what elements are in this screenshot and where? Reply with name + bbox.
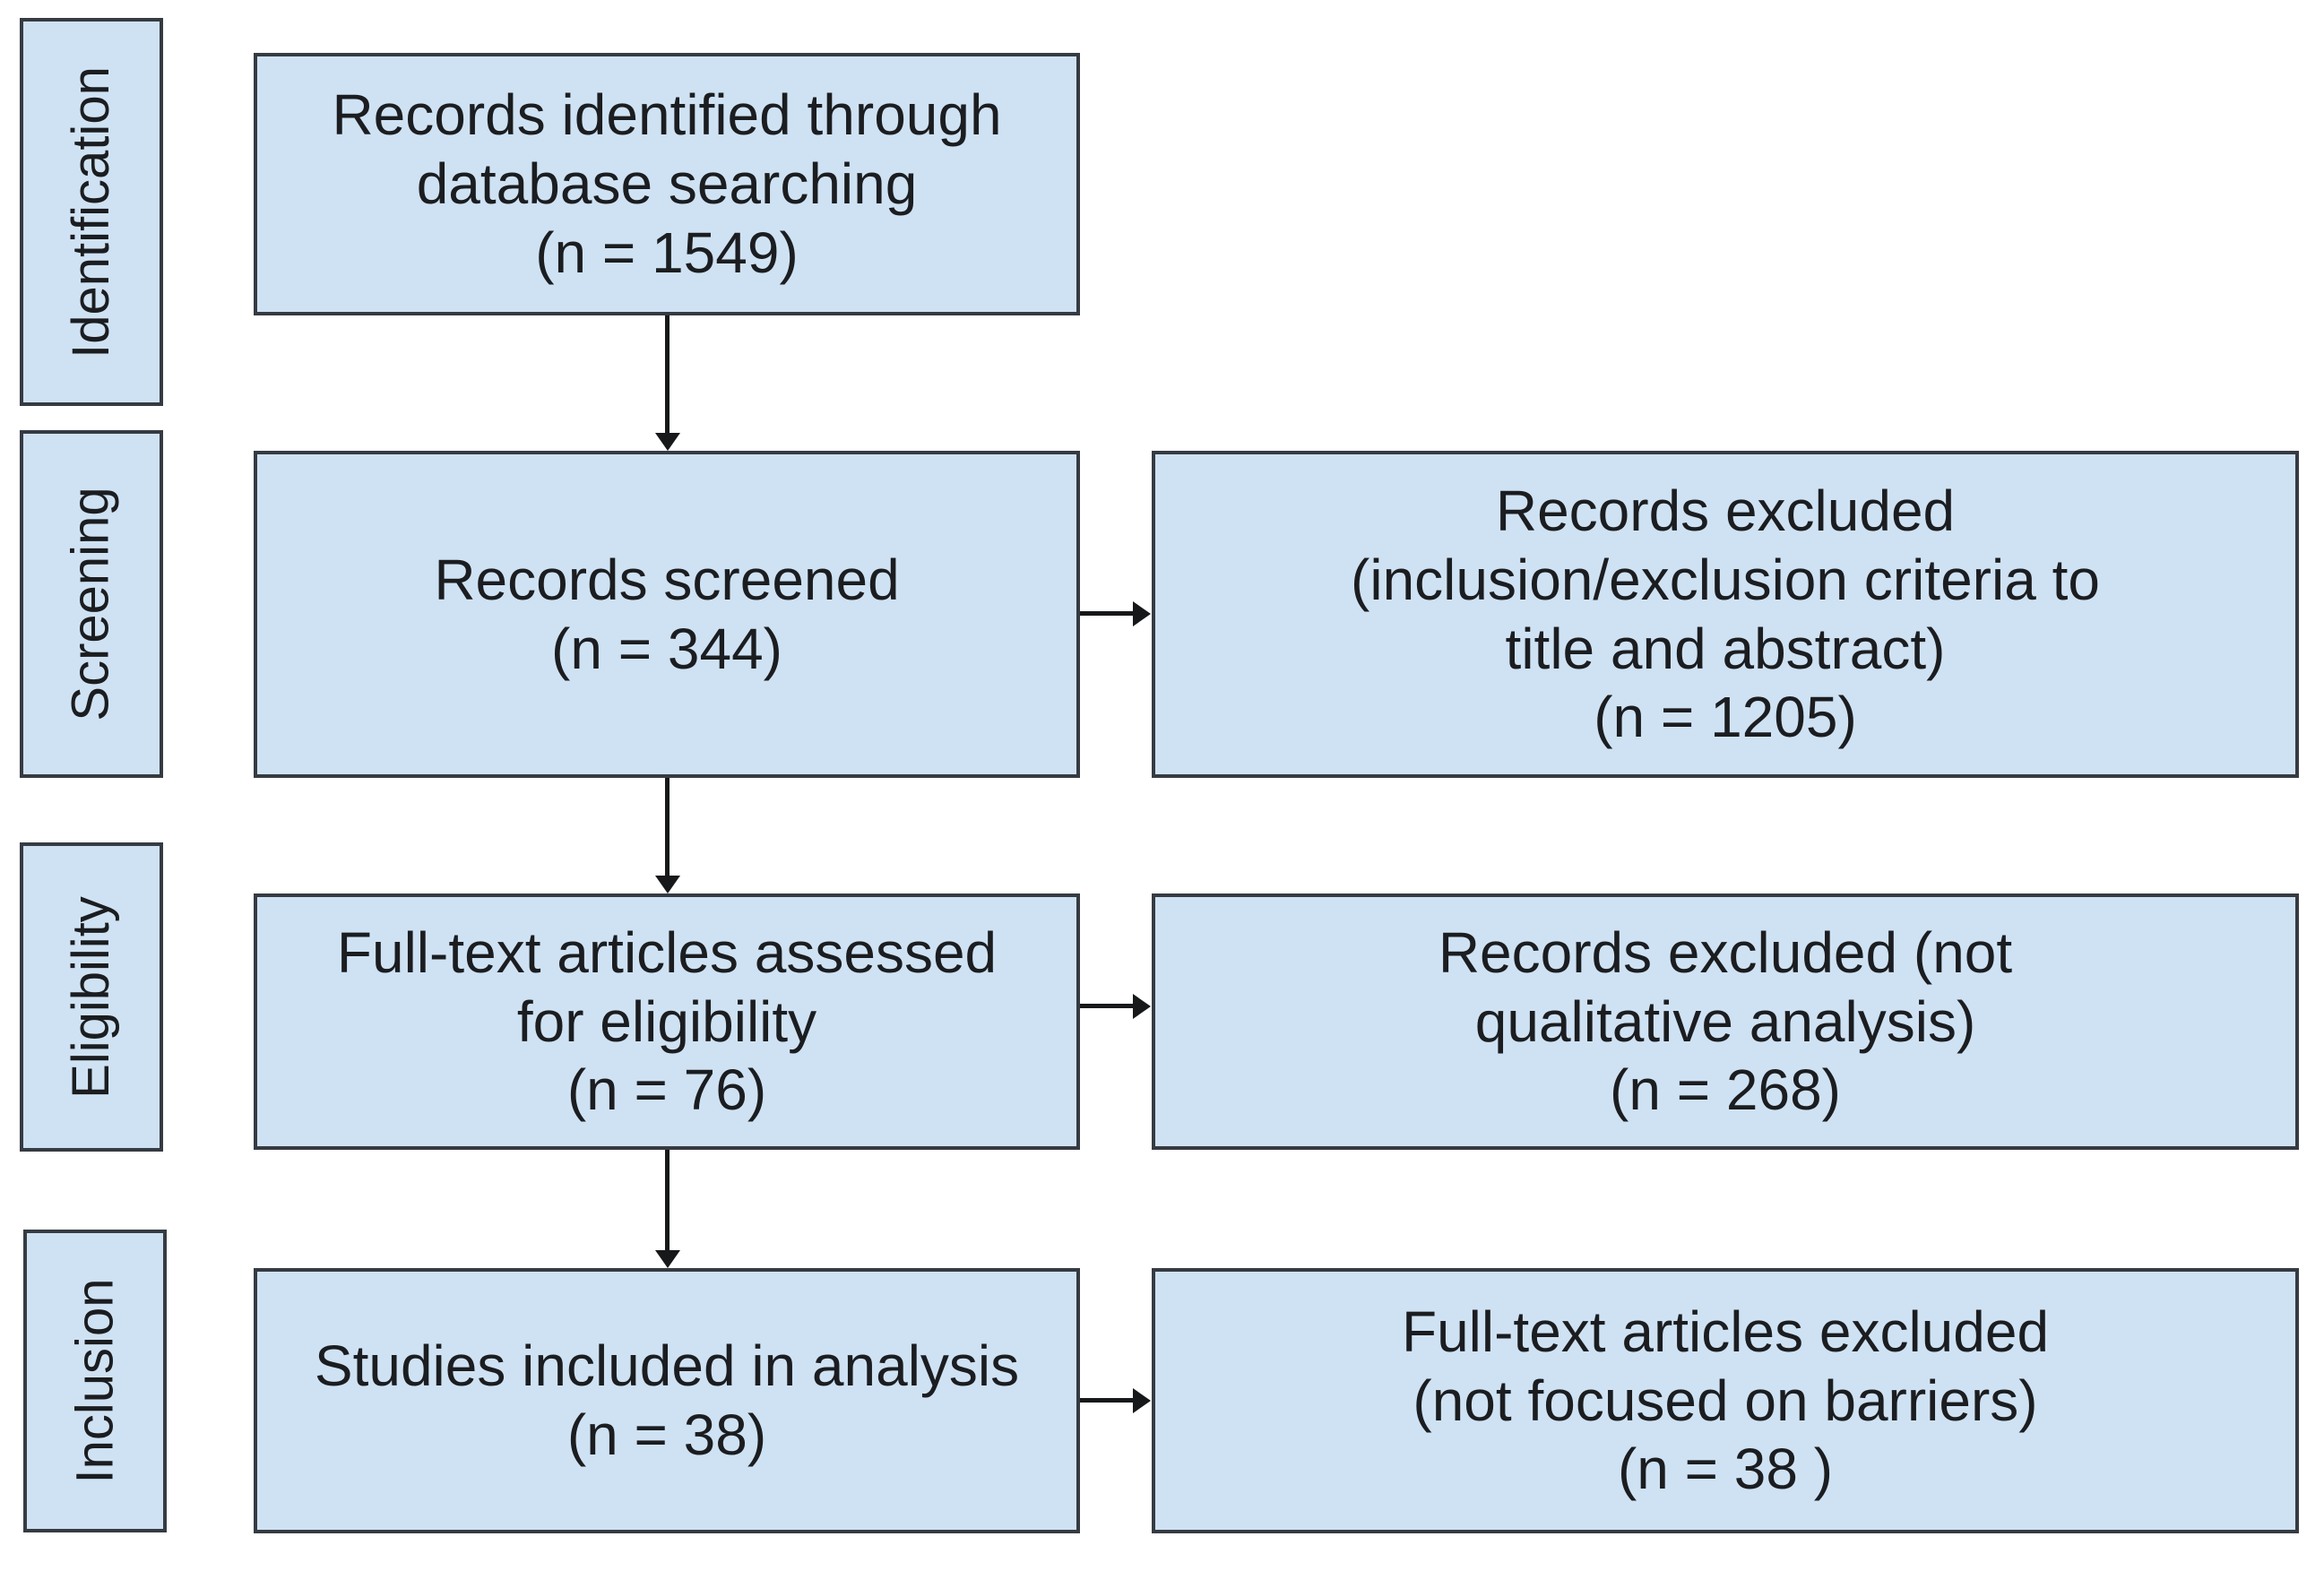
box-text: Records screened (n = 344)	[434, 547, 900, 681]
box-records-screened: Records screened (n = 344)	[254, 451, 1080, 778]
arrowhead-right-icon	[1133, 993, 1151, 1019]
arrowhead-right-icon	[1133, 1387, 1151, 1413]
stage-band-eligibility: Eligibility	[20, 842, 163, 1152]
arrow-right-assessed-to-excluded	[1080, 993, 1151, 1019]
stage-label: Eligibility	[62, 895, 121, 1099]
stage-label: Identification	[62, 65, 120, 358]
box-records-excluded-eligibility: Records excluded (not qualitative analys…	[1152, 893, 2299, 1150]
stage-label: Screening	[62, 487, 121, 721]
arrow-down-eligibility-to-inclusion	[654, 1150, 680, 1268]
arrow-down-identification-to-screening	[654, 315, 680, 451]
box-text: Studies included in analysis (n = 38)	[314, 1334, 1020, 1467]
arrowhead-down-icon	[654, 876, 680, 893]
box-text: Records excluded (inclusion/exclusion cr…	[1351, 478, 2100, 750]
stage-band-identification: Identification	[20, 18, 163, 406]
arrowhead-down-icon	[654, 433, 680, 451]
stage-label: Inclusion	[65, 1278, 125, 1484]
box-records-identified: Records identified through database sear…	[254, 53, 1080, 315]
box-records-excluded-screening: Records excluded (inclusion/exclusion cr…	[1152, 451, 2299, 778]
arrow-down-screening-to-eligibility	[654, 778, 680, 893]
stage-band-inclusion: Inclusion	[23, 1230, 167, 1532]
stage-band-screening: Screening	[20, 430, 163, 778]
arrow-right-screened-to-excluded	[1080, 600, 1151, 626]
box-text: Full-text articles assessed for eligibil…	[336, 919, 998, 1123]
box-text: Full-text articles excluded (not focused…	[1401, 1299, 2050, 1502]
box-fulltext-assessed: Full-text articles assessed for eligibil…	[254, 893, 1080, 1150]
arrowhead-down-icon	[654, 1250, 680, 1268]
box-studies-included: Studies included in analysis (n = 38)	[254, 1268, 1080, 1533]
arrow-right-included-to-excluded	[1080, 1387, 1151, 1413]
box-text: Records identified through database sear…	[332, 82, 1002, 285]
box-fulltext-excluded: Full-text articles excluded (not focused…	[1152, 1268, 2299, 1533]
box-text: Records excluded (not qualitative analys…	[1438, 919, 2013, 1123]
arrowhead-right-icon	[1133, 600, 1151, 626]
